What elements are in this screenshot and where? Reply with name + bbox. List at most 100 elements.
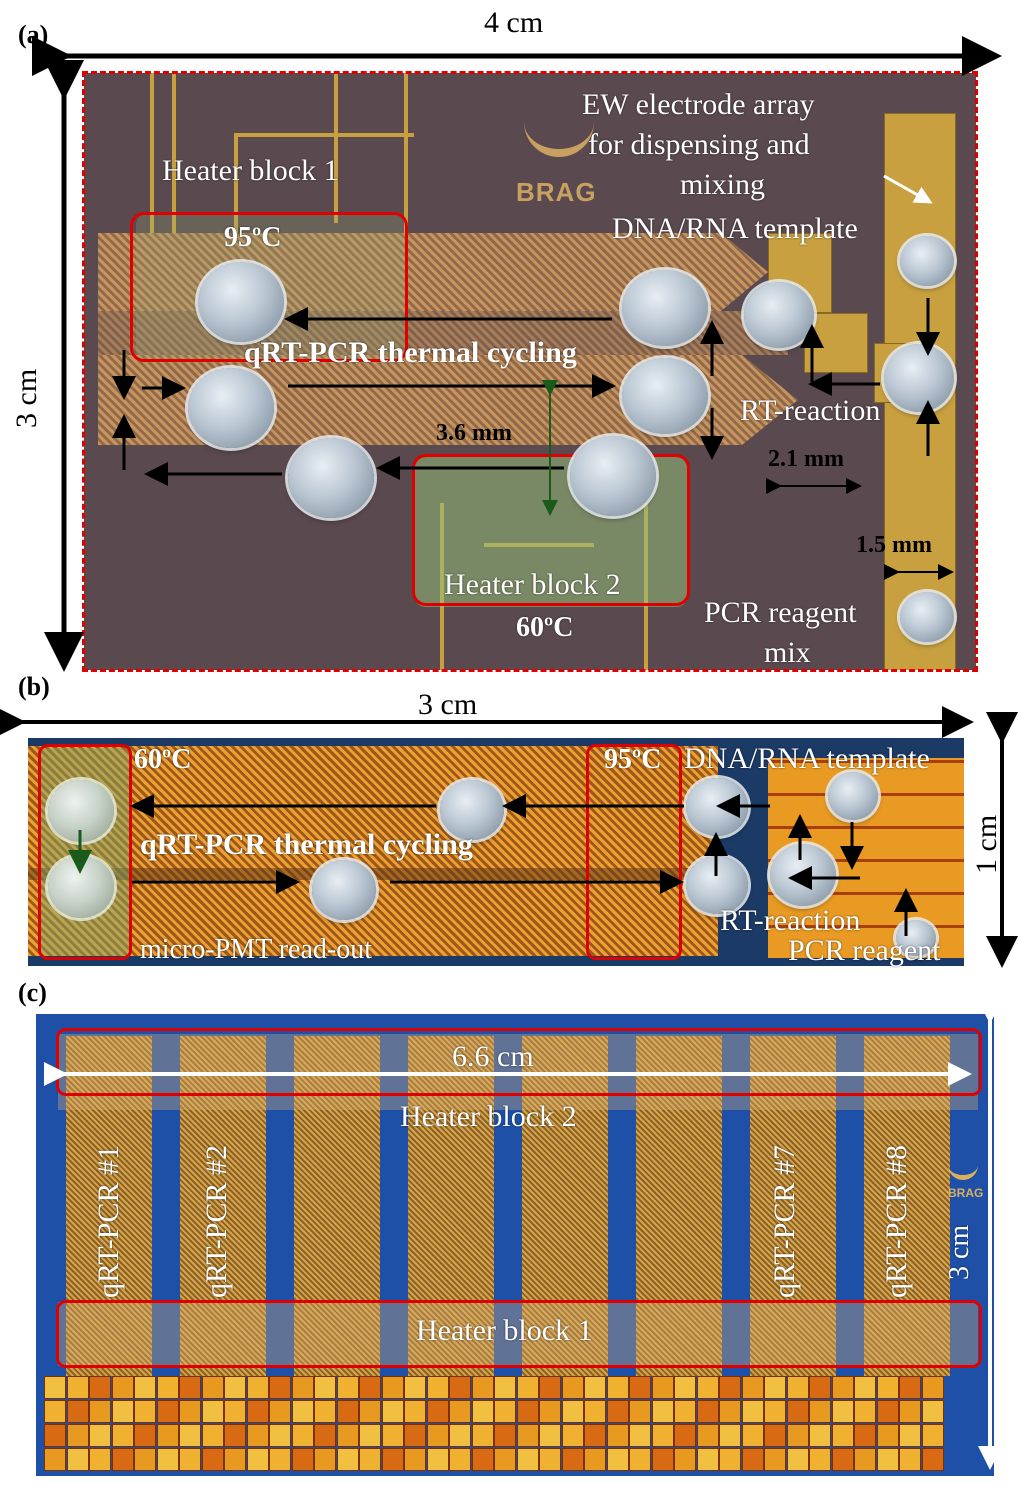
electrode-cell xyxy=(561,1376,584,1399)
electrode-cell xyxy=(224,1400,246,1423)
electrode-cell xyxy=(269,1400,291,1423)
electrode-cell xyxy=(111,1400,134,1423)
electrode-cell xyxy=(741,1400,764,1423)
electrode-cell xyxy=(561,1424,584,1447)
dimension-3-6mm: 3.6 mm xyxy=(436,420,512,446)
droplet xyxy=(622,358,708,434)
electrode-cell xyxy=(381,1376,404,1399)
electrode-cell xyxy=(786,1424,809,1447)
electrode-cell xyxy=(764,1424,786,1447)
electrode-cell xyxy=(201,1400,224,1423)
electrode-cell xyxy=(629,1376,651,1399)
ew-electrode-label-line1: EW electrode array xyxy=(582,88,815,121)
electrode-cell xyxy=(651,1376,674,1399)
temperature-95-label: 95ºC xyxy=(604,744,662,775)
electrode-cell xyxy=(44,1376,66,1399)
electrode-cell xyxy=(179,1448,201,1471)
electrode-cell xyxy=(336,1376,359,1399)
electrode-cell xyxy=(471,1376,494,1399)
droplet xyxy=(188,368,274,448)
electrode-cell xyxy=(764,1448,786,1471)
electrode-cell xyxy=(899,1400,921,1423)
electrode-cell xyxy=(674,1448,696,1471)
electrode-cell xyxy=(584,1400,606,1423)
electrode-cell xyxy=(336,1400,359,1423)
electrode-cell xyxy=(179,1400,201,1423)
electrode-cell xyxy=(876,1448,899,1471)
channel-label-8: qRT-PCR #8 xyxy=(880,1145,913,1298)
electrode-cell xyxy=(291,1376,314,1399)
electrode-cell xyxy=(224,1376,246,1399)
electrode-cell xyxy=(786,1400,809,1423)
electrode-cell xyxy=(921,1376,944,1399)
electrode-cell xyxy=(516,1448,539,1471)
electrode-cell xyxy=(246,1376,269,1399)
electrode-cell xyxy=(89,1424,111,1447)
electrode-cell xyxy=(764,1400,786,1423)
thermal-cycling-label: qRT-PCR thermal cycling xyxy=(244,336,577,369)
dimension-2-1mm: 2.1 mm xyxy=(768,446,844,472)
panel-c-label: (c) xyxy=(18,978,47,1007)
electrode-cell xyxy=(179,1376,201,1399)
electrode-cell xyxy=(741,1448,764,1471)
electrode-cell xyxy=(246,1448,269,1471)
electrode-cell xyxy=(314,1448,336,1471)
trace xyxy=(234,133,238,233)
electrode-cell xyxy=(651,1400,674,1423)
height-3cm-label: 3 cm xyxy=(944,1224,975,1280)
electrode-cell xyxy=(741,1424,764,1447)
electrode-cell xyxy=(471,1448,494,1471)
droplet xyxy=(622,270,708,346)
electrode-cell xyxy=(831,1448,854,1471)
rt-reaction-label: RT-reaction xyxy=(740,394,881,427)
electrode-cell xyxy=(786,1376,809,1399)
electrode-cell xyxy=(539,1400,561,1423)
dimension-1-5mm: 1.5 mm xyxy=(856,532,932,558)
electrode-cell xyxy=(494,1448,516,1471)
electrode-cell xyxy=(314,1424,336,1447)
pcr-reagent-label-line2: mix xyxy=(764,636,811,669)
panel-b-width-dimension: 3 cm xyxy=(418,688,478,721)
electrode-cell xyxy=(134,1448,156,1471)
channel-strip xyxy=(636,1036,722,1376)
electrode-cell xyxy=(809,1376,831,1399)
electrode-cell xyxy=(426,1376,449,1399)
electrode-cell xyxy=(179,1424,201,1447)
trace xyxy=(172,73,176,233)
electrode-cell xyxy=(584,1424,606,1447)
electrode-cell xyxy=(44,1400,66,1423)
electrode-cell xyxy=(66,1424,89,1447)
electrode-cell xyxy=(809,1448,831,1471)
ew-electrode-label-line2: for dispensing and xyxy=(588,128,810,161)
electrode-cell xyxy=(314,1400,336,1423)
heater-1-area xyxy=(58,1302,978,1366)
electrode-cell xyxy=(404,1448,426,1471)
electrode-cell xyxy=(89,1448,111,1471)
channel-label-2: qRT-PCR #2 xyxy=(200,1145,233,1298)
channel-label-7: qRT-PCR #7 xyxy=(768,1145,801,1298)
electrode-cell xyxy=(201,1448,224,1471)
micro-pmt-label: micro-PMT read-out xyxy=(140,934,372,965)
electrode-cell xyxy=(404,1400,426,1423)
ew-electrode-label-line3: mixing xyxy=(680,168,766,201)
electrode-cell xyxy=(291,1448,314,1471)
electrode-cell xyxy=(786,1448,809,1471)
thermal-cycling-label: qRT-PCR thermal cycling xyxy=(140,828,473,861)
electrode-cell xyxy=(629,1424,651,1447)
electrode-cell xyxy=(449,1448,471,1471)
dna-rna-template-label: DNA/RNA template xyxy=(684,742,930,775)
heater-block-1-label: Heater block 1 xyxy=(162,154,339,187)
electrode-cell xyxy=(494,1376,516,1399)
brag-logo-icon xyxy=(524,101,594,157)
temperature-60-label: 60ºC xyxy=(134,744,192,775)
electrode-cell xyxy=(336,1424,359,1447)
electrode-cell xyxy=(696,1376,719,1399)
temperature-95-label: 95ºC xyxy=(224,222,282,253)
electrode-cell xyxy=(426,1448,449,1471)
channel-strip xyxy=(750,1036,836,1376)
droplet xyxy=(884,344,954,412)
droplet xyxy=(828,772,878,820)
electrode-cell xyxy=(741,1376,764,1399)
electrode-cell xyxy=(899,1424,921,1447)
electrode-cell xyxy=(314,1376,336,1399)
